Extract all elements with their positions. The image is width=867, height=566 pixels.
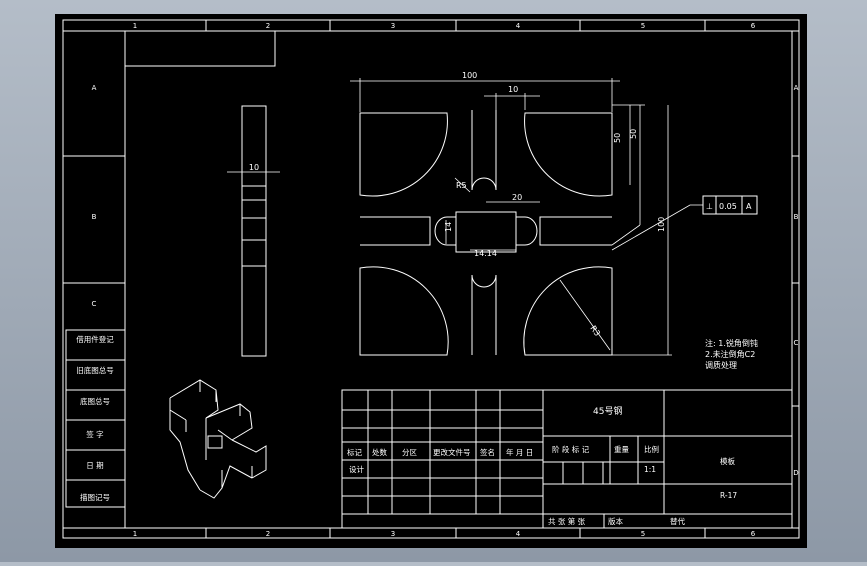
tolerance-value: 0.05 xyxy=(719,202,737,211)
note-line-3: 调质处理 xyxy=(705,360,737,370)
tb-header-count: 处数 xyxy=(372,447,387,457)
dim-inner-h2: 50 xyxy=(629,129,638,139)
note-line-2: 2.未注倒角C2 xyxy=(705,349,755,359)
row-letter-left-b: B xyxy=(92,213,97,221)
dim-inner-h1: 50 xyxy=(613,133,622,143)
col-number-3: 3 xyxy=(391,22,395,30)
row-letter-right-c: C xyxy=(794,339,799,347)
isometric-view xyxy=(169,379,267,499)
tolerance-frame xyxy=(702,195,758,215)
left-strip-row-6: 描图记号 xyxy=(80,492,110,502)
left-strip-row-5: 日 期 xyxy=(86,461,103,470)
left-strip-row-4: 签 字 xyxy=(86,429,103,439)
col-number-6: 6 xyxy=(751,22,756,30)
tb-sheets-label: 共 张 第 张 xyxy=(548,516,586,526)
col-number-4: 4 xyxy=(516,22,521,30)
row-letter-right-a: A xyxy=(794,84,799,92)
tb-header-date: 年 月 日 xyxy=(506,447,533,457)
col-number-bottom-1: 1 xyxy=(133,530,137,538)
tb-scale-value: 1:1 xyxy=(644,465,656,474)
title-drawing-no: R-17 xyxy=(720,491,737,500)
outer-border xyxy=(62,19,800,539)
title-part-name: 模板 xyxy=(720,456,735,466)
dim-total-height: 100 xyxy=(657,217,666,232)
col-number-bottom-5: 5 xyxy=(641,530,645,538)
col-number-1: 1 xyxy=(133,22,137,30)
tb-design-label: 设计 xyxy=(349,464,364,474)
col-number-2: 2 xyxy=(266,22,270,30)
dim-side-strip: 10 xyxy=(249,163,259,172)
tb-replace-label: 替代 xyxy=(670,516,685,526)
tb-version-label: 版本 xyxy=(608,516,623,526)
drawing-background xyxy=(55,14,807,548)
dim-inner-w: 20 xyxy=(512,193,522,202)
dim-radius-small: R5 xyxy=(456,181,467,190)
side-view xyxy=(241,105,267,357)
row-letter-right-b: B xyxy=(794,213,799,221)
left-strip-table xyxy=(65,329,126,508)
left-strip-row-1: 借用件登记 xyxy=(76,334,114,344)
row-letter-right-d: D xyxy=(793,469,798,477)
tb-header-zone: 分区 xyxy=(402,448,417,457)
col-number-bottom-6: 6 xyxy=(751,530,756,538)
dim-hole: 14.14 xyxy=(474,249,497,258)
col-number-bottom-2: 2 xyxy=(266,530,270,538)
left-strip-row-2: 旧底图总号 xyxy=(76,365,114,375)
col-number-bottom-4: 4 xyxy=(516,530,521,538)
dim-slot-side: 14 xyxy=(444,222,453,232)
dim-slot-top: 10 xyxy=(508,85,518,94)
left-strip-row-3: 底图总号 xyxy=(80,396,110,406)
main-view-part xyxy=(359,110,613,356)
tb-stage-label: 阶 段 标 记 xyxy=(552,444,590,454)
tb-header-sign: 签名 xyxy=(480,447,495,457)
col-number-5: 5 xyxy=(641,22,645,30)
tb-header-change-doc: 更改文件号 xyxy=(433,447,471,457)
row-letter-left-c: C xyxy=(92,300,97,308)
tb-header-mark: 标记 xyxy=(347,447,362,457)
title-block xyxy=(341,389,793,529)
tolerance-datum: A xyxy=(746,202,752,211)
top-left-tab xyxy=(125,31,276,67)
tb-scale-label: 比例 xyxy=(644,444,659,454)
row-letter-left-a: A xyxy=(92,84,97,92)
title-material: 45号钢 xyxy=(593,405,622,417)
dimension-lines xyxy=(227,78,703,356)
tb-weight-label: 重量 xyxy=(614,445,629,454)
col-number-bottom-3: 3 xyxy=(391,530,395,538)
dim-width-total: 100 xyxy=(462,71,477,80)
tolerance-symbol: ⊥ xyxy=(706,202,713,211)
note-line-1: 注: 1.锐角倒钝 xyxy=(705,338,758,348)
